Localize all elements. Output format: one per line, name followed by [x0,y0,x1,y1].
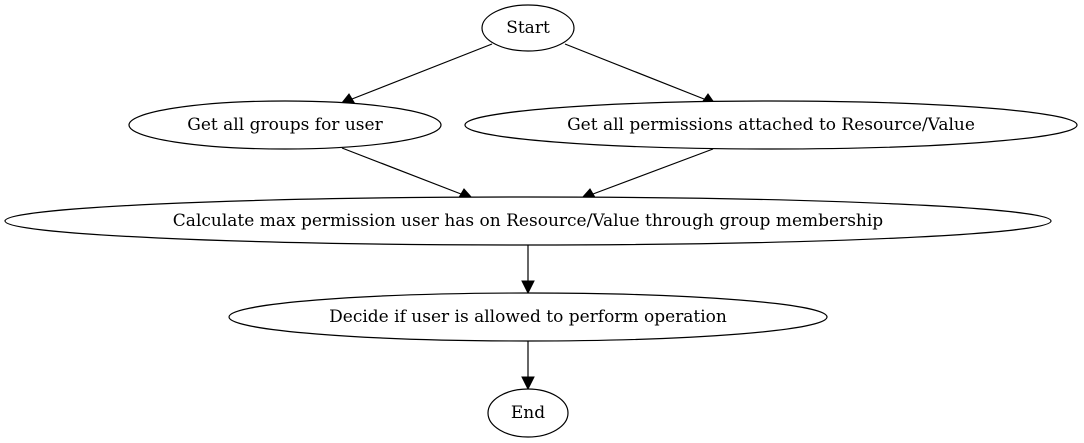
edge-start-to-get-groups [339,43,493,105]
node-start: Start [481,4,575,52]
node-decide-label: Decide if user is allowed to perform ope… [329,307,727,327]
edge-get-groups-to-calculate [341,147,474,200]
nodes: Start Get all groups for user Get all pe… [4,4,1078,438]
node-calculate: Calculate max permission user has on Res… [4,196,1052,246]
node-get-groups: Get all groups for user [128,100,442,150]
edge-decide-to-end [521,341,535,391]
node-calculate-label: Calculate max permission user has on Res… [173,211,884,231]
node-get-groups-label: Get all groups for user [187,115,383,135]
node-start-label: Start [506,18,550,38]
node-decide: Decide if user is allowed to perform ope… [228,292,828,342]
node-get-permissions-label: Get all permissions attached to Resource… [567,115,975,135]
edge-get-permissions-to-calculate [580,148,714,200]
edge-start-to-get-permissions [564,43,716,105]
node-end: End [487,388,569,438]
node-end-label: End [511,403,545,423]
edge-calculate-to-decide [521,245,535,295]
node-get-permissions: Get all permissions attached to Resource… [464,100,1078,150]
